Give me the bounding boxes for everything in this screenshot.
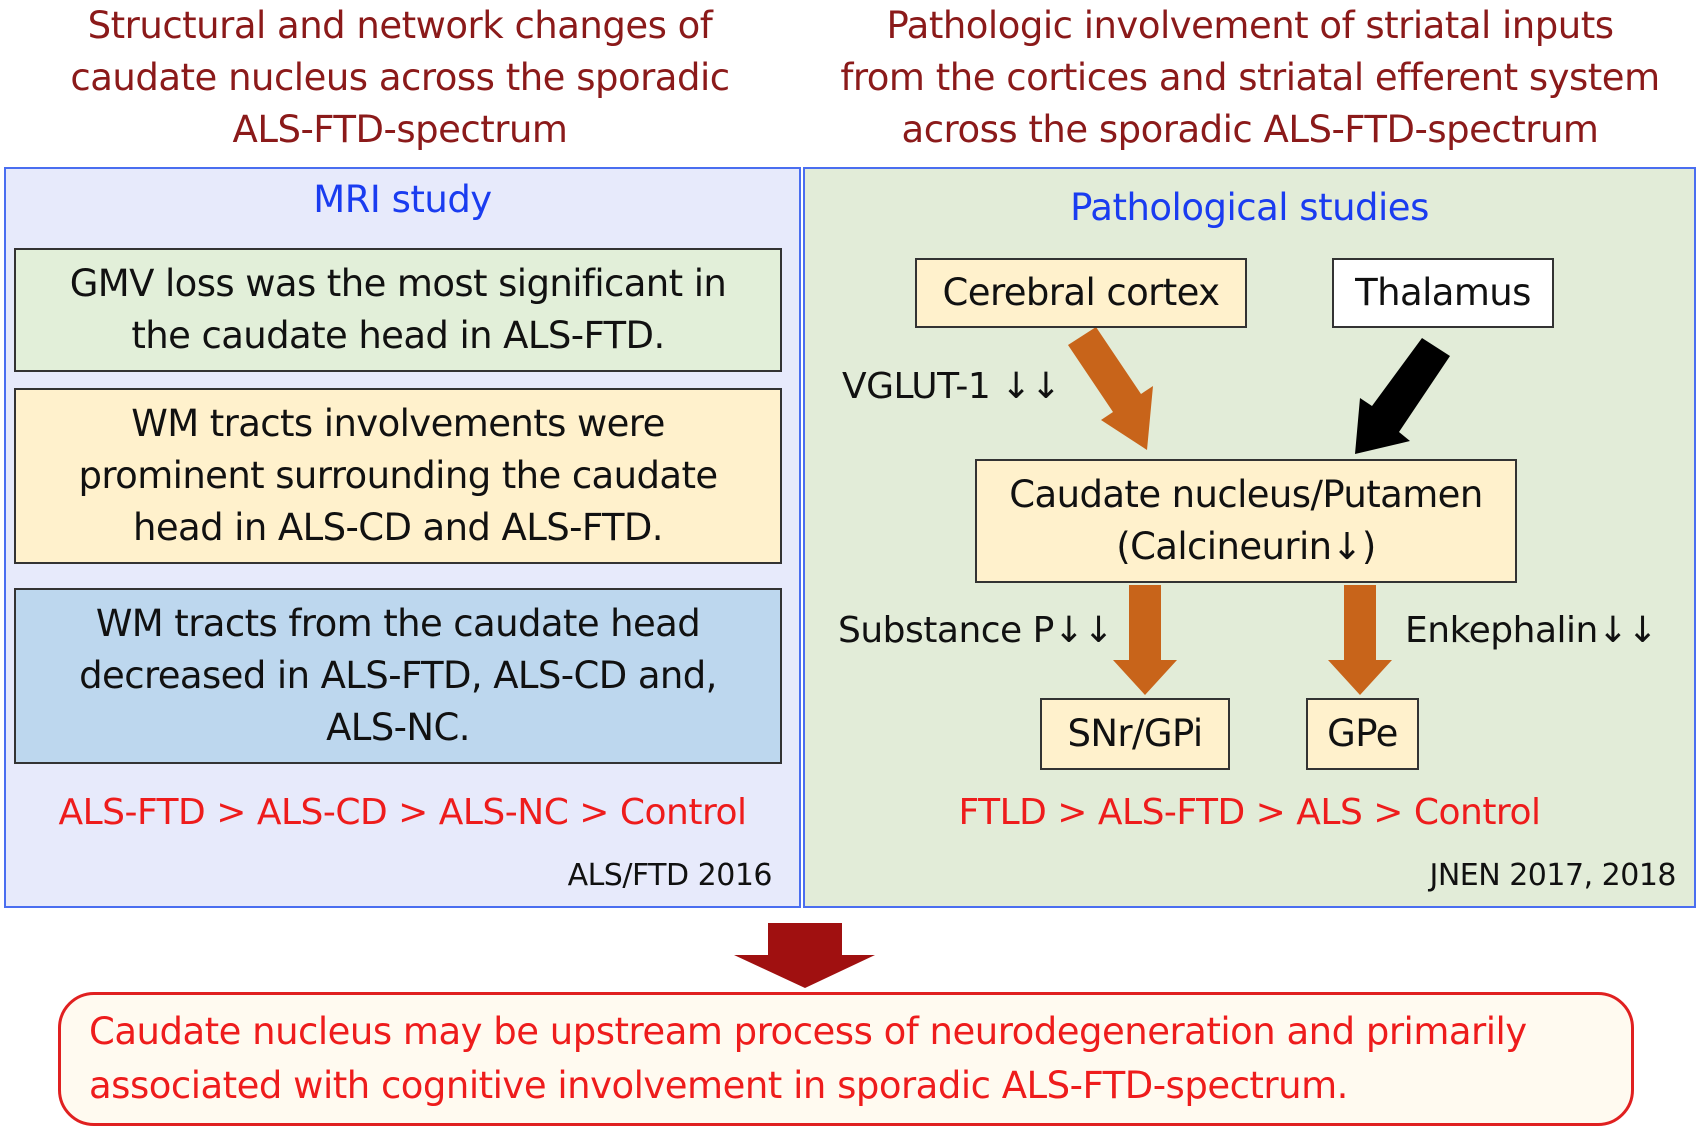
- mri-finding-gmv: GMV loss was the most significant in the…: [14, 248, 782, 372]
- caudate-putamen-line-1: Caudate nucleus/Putamen: [1009, 473, 1483, 516]
- cerebral-cortex-node: Cerebral cortex: [915, 258, 1247, 328]
- mri-finding-wm-decreased-line-3: ALS-NC.: [326, 706, 470, 749]
- mri-finding-wm-surrounding-line-3: head in ALS-CD and ALS-FTD.: [133, 506, 664, 549]
- pathology-panel-title: Pathological studies: [1070, 186, 1429, 229]
- heading-right: Pathologic involvement of striatal input…: [800, 0, 1700, 156]
- mri-finding-wm-decreased-line-1: WM tracts from the caudate head: [95, 602, 701, 645]
- conclusion-line-1: Caudate nucleus may be upstream process …: [89, 1010, 1527, 1053]
- thalamus-node: Thalamus: [1332, 258, 1554, 328]
- snr-gpi-node: SNr/GPi: [1040, 698, 1230, 770]
- caudate-putamen-node: Caudate nucleus/Putamen (Calcineurin↓): [975, 459, 1517, 583]
- vglut-label: VGLUT-1 ↓↓: [842, 366, 1061, 407]
- conclusion-line-2: associated with cognitive involvement in…: [89, 1064, 1348, 1107]
- conclusion-box: Caudate nucleus may be upstream process …: [58, 992, 1634, 1126]
- mri-finding-wm-decreased-line-2: decreased in ALS-FTD, ALS-CD and,: [79, 654, 717, 697]
- heading-right-line-3: across the sporadic ALS-FTD-spectrum: [901, 108, 1599, 151]
- caudate-putamen-line-2: (Calcineurin↓): [1116, 525, 1376, 568]
- mri-panel-title: MRI study: [313, 178, 492, 221]
- enkephalin-label: Enkephalin↓↓: [1405, 610, 1658, 651]
- pathology-severity-order: FTLD > ALS-FTD > ALS > Control: [958, 792, 1541, 833]
- pathology-reference: JNEN 2017, 2018: [1429, 858, 1677, 893]
- heading-left: Structural and network changes of caudat…: [10, 0, 790, 156]
- substance-p-label: Substance P↓↓: [838, 610, 1114, 651]
- mri-severity-order: ALS-FTD > ALS-CD > ALS-NC > Control: [58, 792, 747, 833]
- heading-left-line-2: caudate nucleus across the sporadic: [70, 56, 730, 99]
- heading-right-line-2: from the cortices and striatal efferent …: [840, 56, 1660, 99]
- heading-left-line-3: ALS-FTD-spectrum: [232, 108, 568, 151]
- mri-finding-wm-surrounding: WM tracts involvements were prominent su…: [14, 388, 782, 564]
- mri-finding-gmv-line-2: the caudate head in ALS-FTD.: [131, 314, 665, 357]
- heading-left-line-1: Structural and network changes of: [87, 4, 713, 47]
- mri-finding-gmv-line-1: GMV loss was the most significant in: [69, 262, 727, 305]
- conclusion-down-arrow: [734, 923, 875, 988]
- mri-finding-wm-decreased: WM tracts from the caudate head decrease…: [14, 588, 782, 764]
- mri-finding-wm-surrounding-line-1: WM tracts involvements were: [131, 402, 665, 445]
- heading-right-line-1: Pathologic involvement of striatal input…: [886, 4, 1614, 47]
- gpe-node: GPe: [1306, 698, 1419, 770]
- mri-finding-wm-surrounding-line-2: prominent surrounding the caudate: [78, 454, 718, 497]
- mri-reference: ALS/FTD 2016: [567, 858, 773, 893]
